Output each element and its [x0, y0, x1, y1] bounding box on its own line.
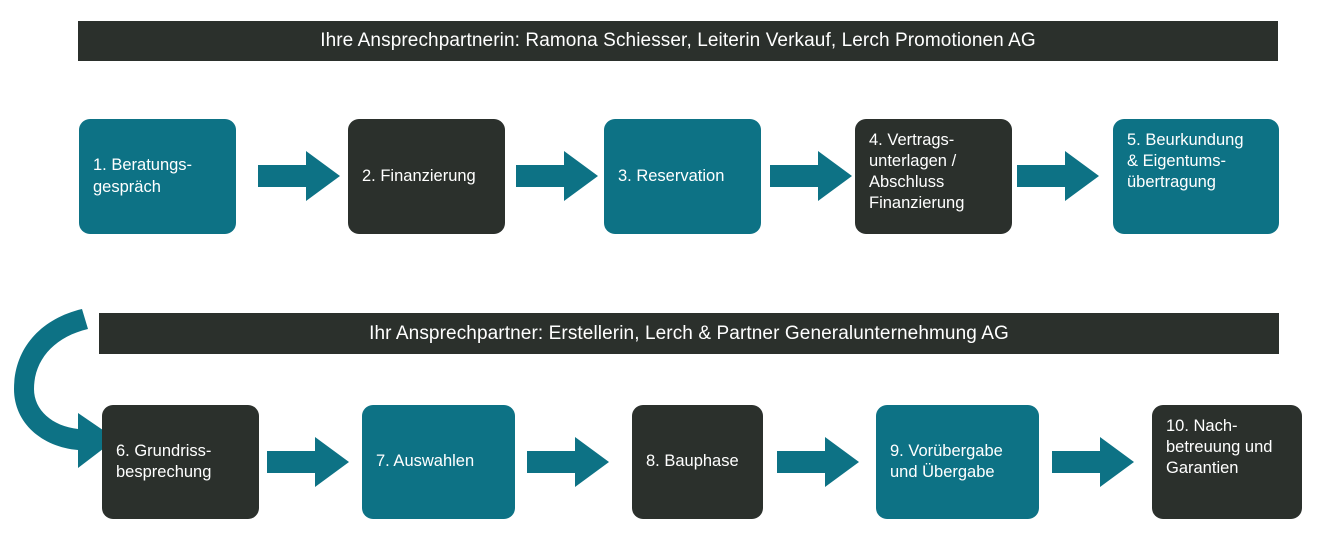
arrow-right-icon-6-7: [267, 435, 349, 489]
process-step-2[interactable]: 2. Finanzierung: [348, 119, 505, 234]
section-header-sales: Ihre Ansprechpartnerin: Ramona Schiesser…: [78, 21, 1278, 61]
process-step-7[interactable]: 7. Auswahlen: [362, 405, 515, 519]
process-step-3[interactable]: 3. Reservation: [604, 119, 761, 234]
process-step-4[interactable]: 4. Vertrags- unterlagen / Abschluss Fina…: [855, 119, 1012, 234]
arrow-right-icon-4-5: [1017, 149, 1099, 203]
arrow-right-icon-8-9: [777, 435, 859, 489]
process-step-6[interactable]: 6. Grundriss- besprechung: [102, 405, 259, 519]
arrow-right-icon-7-8: [527, 435, 609, 489]
curved-arrow-down-right-icon: [4, 305, 119, 470]
process-step-9[interactable]: 9. Vorübergabe und Übergabe: [876, 405, 1039, 519]
arrow-right-icon-1-2: [258, 149, 340, 203]
process-step-10[interactable]: 10. Nach- betreuung und Garantien: [1152, 405, 1302, 519]
process-step-5[interactable]: 5. Beurkundung & Eigentums- übertragung: [1113, 119, 1279, 234]
process-step-1[interactable]: 1. Beratungs- gespräch: [79, 119, 236, 234]
arrow-right-icon-9-10: [1052, 435, 1134, 489]
arrow-right-icon-3-4: [770, 149, 852, 203]
process-step-8[interactable]: 8. Bauphase: [632, 405, 763, 519]
section-header-construction: Ihr Ansprechpartner: Erstellerin, Lerch …: [99, 313, 1279, 354]
arrow-right-icon-2-3: [516, 149, 598, 203]
